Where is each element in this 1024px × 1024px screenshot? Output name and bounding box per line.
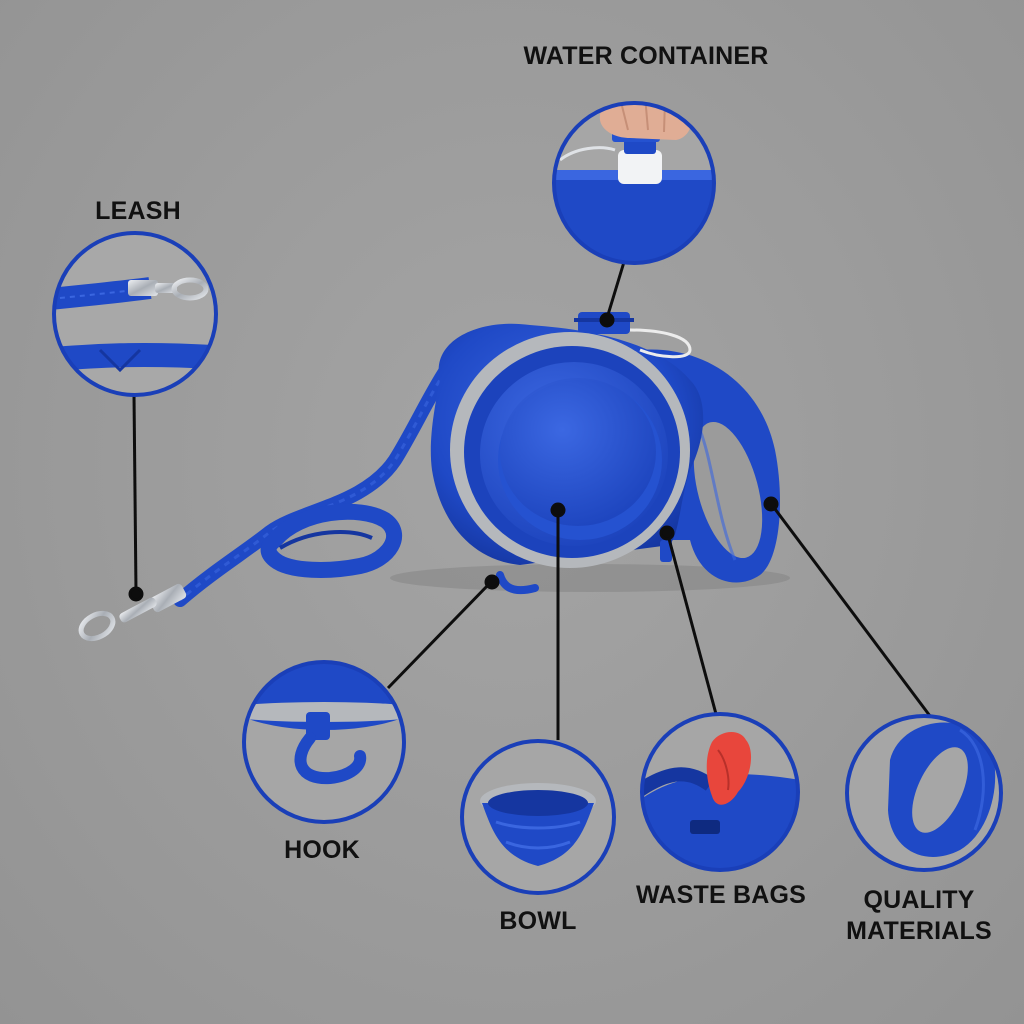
bowl-ring <box>460 739 616 895</box>
leader-waste <box>666 534 718 715</box>
callout-bowl <box>460 739 616 895</box>
leash-snap-clip <box>78 583 187 642</box>
waste-bags-label: WASTE BAGS <box>635 881 807 909</box>
leader-quality <box>770 504 932 717</box>
leader-water <box>605 261 626 319</box>
callout-quality-materials <box>845 714 1003 872</box>
quality-materials-label-line2: MATERIALS <box>846 917 992 945</box>
quality-materials-label-line1: QUALITY <box>863 886 975 914</box>
leader-lines <box>128 261 932 740</box>
callout-leash <box>52 231 218 397</box>
leash-label: LEASH <box>95 197 181 225</box>
leash-ring <box>52 231 218 397</box>
waste-bags-ring <box>640 712 800 872</box>
quality-materials-label: QUALITY MATERIALS <box>834 885 1004 947</box>
water-container-ring <box>552 101 716 265</box>
leash-strap <box>173 335 475 607</box>
leader-hook <box>386 581 492 690</box>
water-container-label: WATER CONTAINER <box>523 42 769 70</box>
leader-leash <box>132 394 138 593</box>
main-leash-device <box>78 312 790 642</box>
bowl-label: BOWL <box>499 907 577 935</box>
hook-label: HOOK <box>284 836 360 864</box>
callout-water-container <box>552 101 716 265</box>
quality-materials-ring <box>845 714 1003 872</box>
callout-waste-bags <box>640 712 800 872</box>
hook-ring <box>242 660 406 824</box>
